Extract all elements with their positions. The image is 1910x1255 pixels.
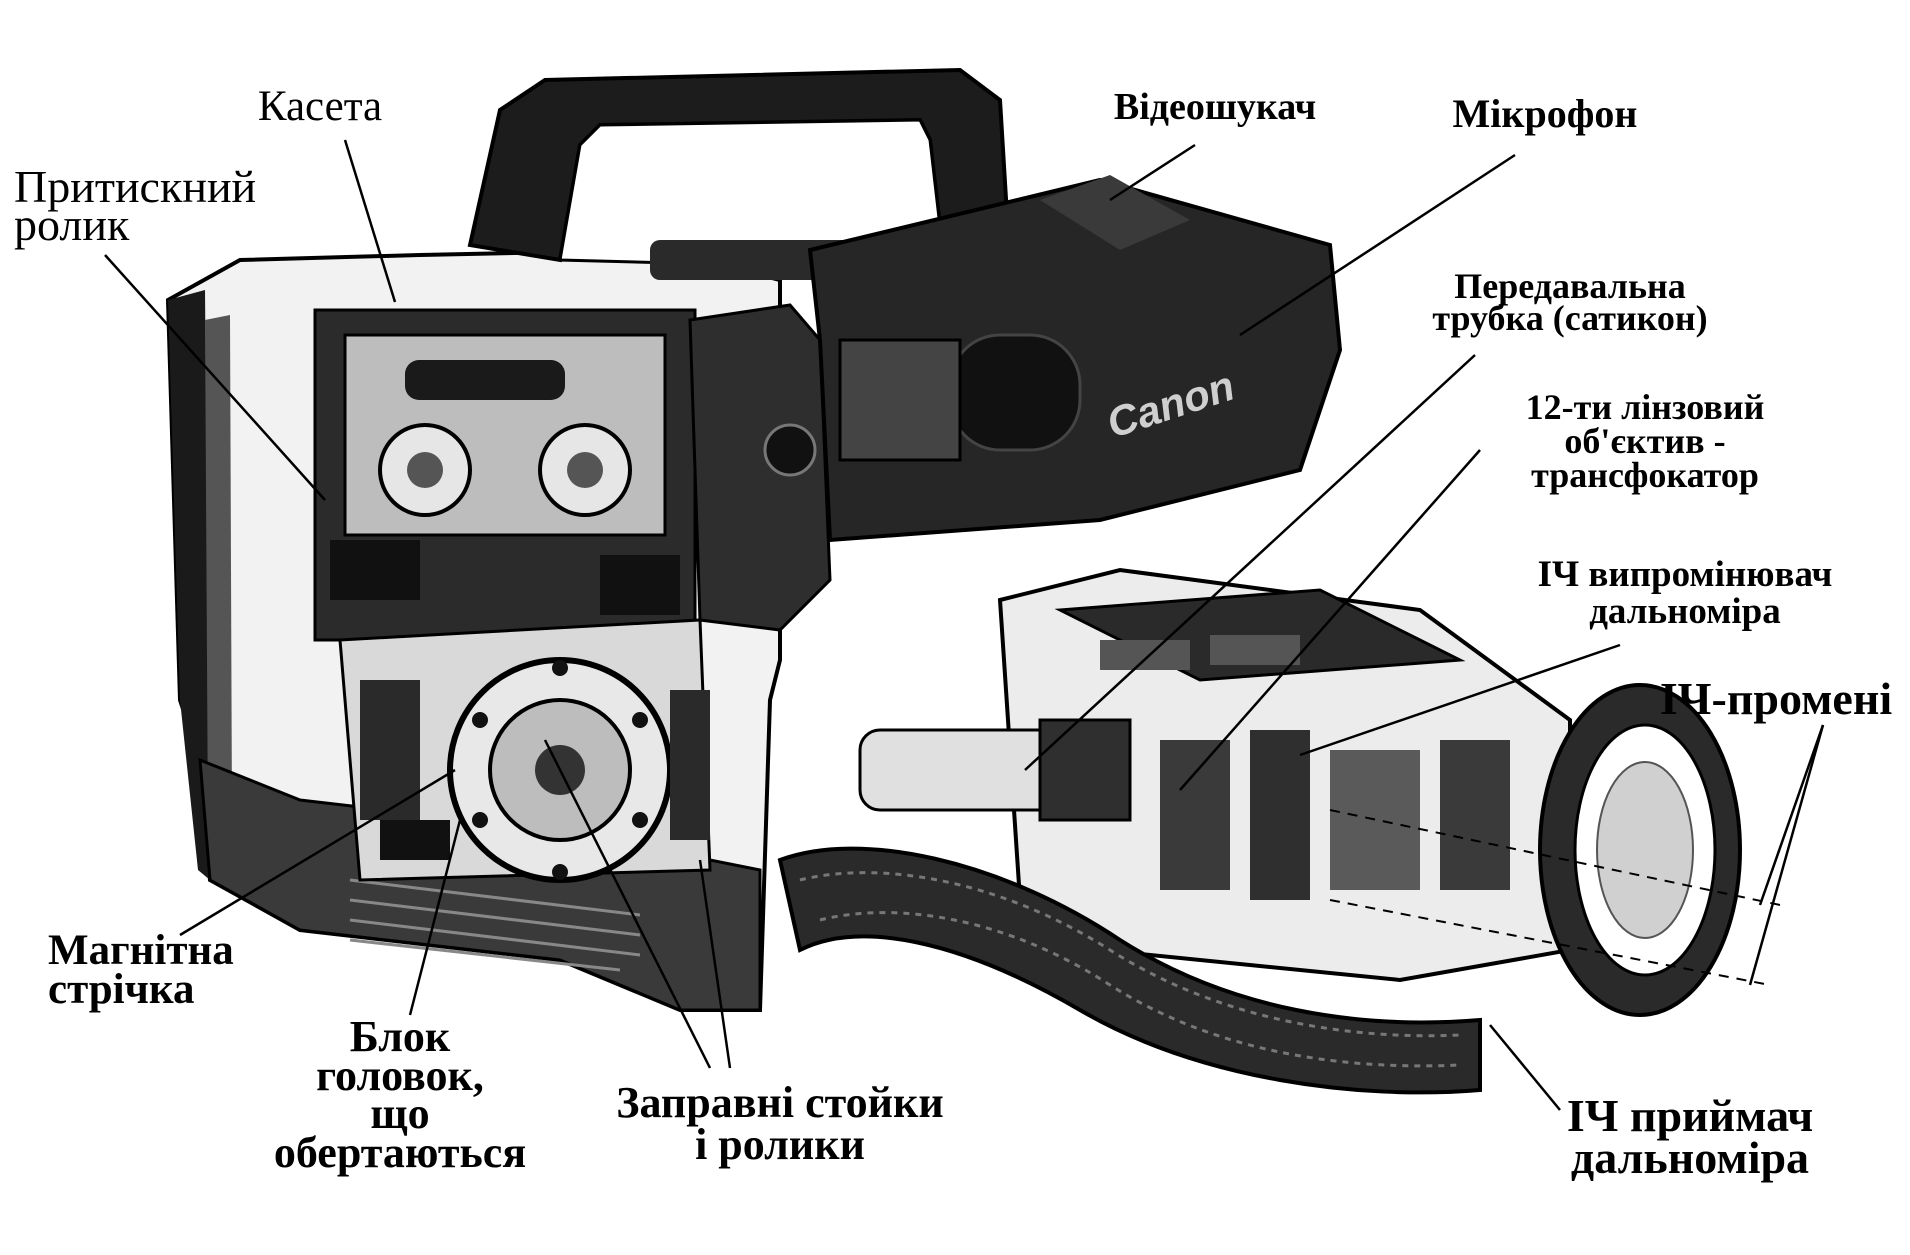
label-pinch-roller-line2: ролик	[14, 198, 130, 250]
label-zoom-lens-line2: об'єктив -	[1564, 421, 1726, 462]
label-ir-receiver-line1: ІЧ приймач	[1566, 1090, 1814, 1141]
label-guide-posts-line2: і ролики	[695, 1119, 865, 1169]
label-pickup-tube-line2: трубка (сатикон)	[1432, 298, 1708, 339]
label-ir-rays: ІЧ-промені	[1645, 676, 1907, 722]
label-ir-emitter: ІЧ випромінювач дальноміра	[1520, 556, 1850, 630]
label-ir-rays-text: ІЧ-промені	[1659, 673, 1893, 724]
label-ir-emitter-line2: дальноміра	[1589, 591, 1781, 632]
hand-strap	[777, 846, 1482, 1095]
label-ir-receiver-line2: дальноміра	[1570, 1132, 1810, 1184]
label-cassette: Касета	[240, 85, 400, 128]
cassette-compartment	[313, 308, 697, 642]
label-pickup-tube: Передавальна трубка (сатикон)	[1395, 266, 1745, 339]
label-zoom-lens-line1: 12-ти лінзовий	[1525, 387, 1765, 427]
label-guide-posts-line1: Заправні стойки	[616, 1078, 944, 1127]
ir-rays	[1329, 809, 1781, 986]
leader-lines	[104, 139, 1825, 1111]
label-ir-emitter-line1: ІЧ випромінювач	[1537, 554, 1833, 595]
label-magnetic-tape-line1: Магнітна	[48, 927, 234, 974]
label-head-block-line4: обертаються	[273, 1128, 527, 1178]
label-pinch-roller: Притискний ролик	[14, 161, 257, 250]
label-microphone-text: Мікрофон	[1452, 91, 1638, 136]
label-microphone: Мікрофон	[1430, 94, 1660, 134]
label-head-block-line1: Блок	[349, 1012, 451, 1061]
viewfinder-block: Canon	[807, 175, 1343, 543]
label-pickup-tube-line1: Передавальна	[1454, 266, 1686, 306]
label-head-block-line3: що	[370, 1089, 430, 1139]
label-magnetic-tape: Магнітна стрічка	[48, 927, 234, 1013]
label-magnetic-tape-line2: стрічка	[48, 965, 195, 1013]
label-viewfinder-text: Відеошукач	[1113, 86, 1317, 128]
head-drum-assembly	[338, 618, 712, 883]
label-cassette-text: Касета	[257, 83, 383, 130]
label-ir-receiver: ІЧ приймач дальноміра	[1525, 1090, 1855, 1184]
label-viewfinder: Відеошукач	[1095, 88, 1335, 126]
label-head-block-line2: головок,	[316, 1050, 484, 1100]
label-head-block: Блок головок, що обертаються	[235, 1012, 565, 1178]
label-guide-posts: Заправні стойки і ролики	[570, 1078, 990, 1169]
label-zoom-lens-line3: трансфокатор	[1531, 455, 1759, 496]
label-zoom-lens: 12-ти лінзовий об'єктив - трансфокатор	[1480, 387, 1810, 496]
label-pinch-roller-line1: Притискний	[14, 161, 257, 212]
camera-drawing: Canon	[165, 67, 1742, 1095]
